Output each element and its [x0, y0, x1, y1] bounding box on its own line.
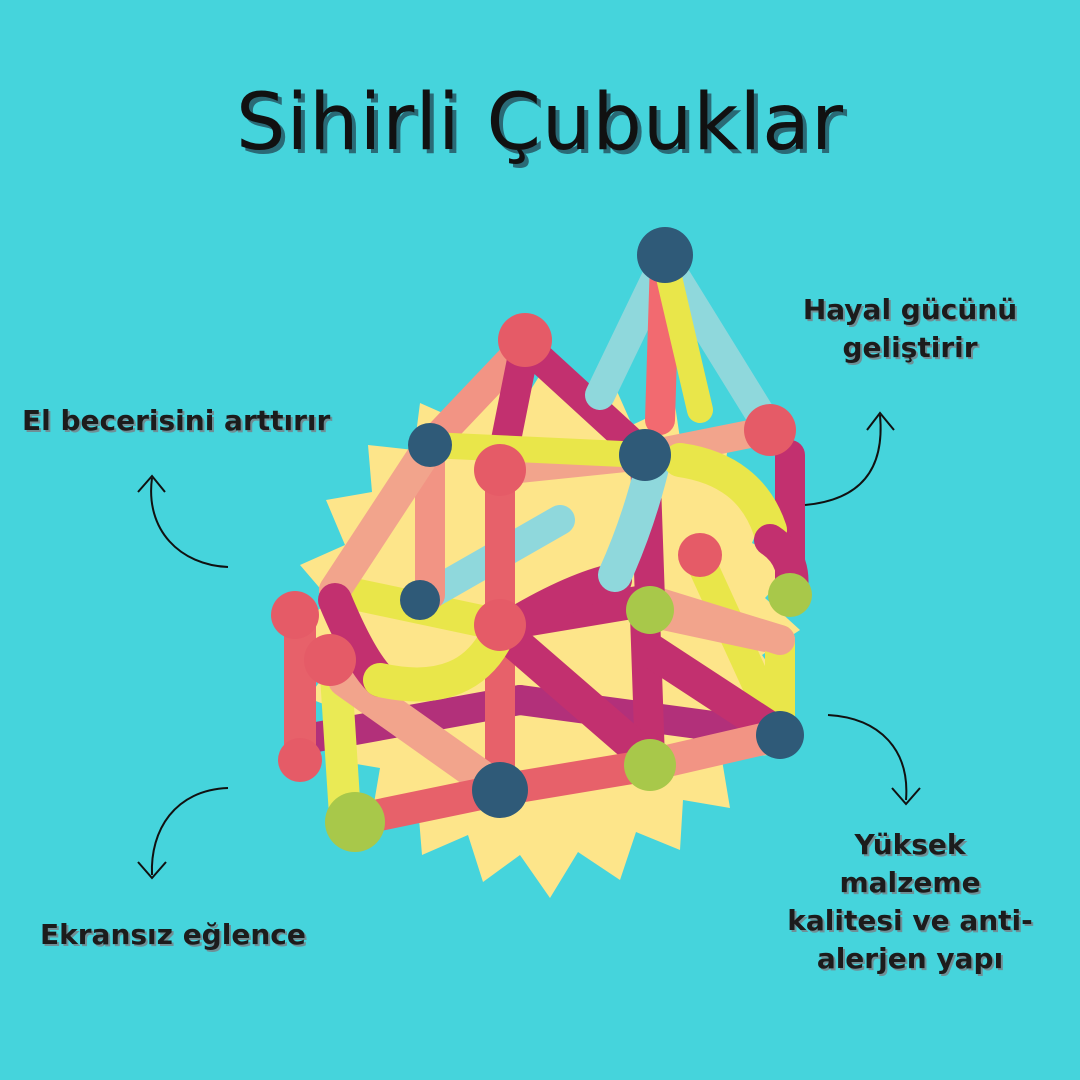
feature-imagination-line-1: Hayal gücünü	[802, 293, 1018, 326]
feature-imagination-line-2: geliştirir	[842, 331, 978, 364]
feature-dexterity: El becerisini arttırır	[22, 402, 330, 440]
feature-dexterity-text: El becerisini arttırır	[22, 404, 331, 437]
feature-quality-line-3: kalitesi ve anti-	[787, 904, 1033, 937]
feature-imagination: Hayal gücünü geliştirir	[760, 291, 1060, 367]
feature-quality: Yüksek malzeme kalitesi ve anti- alerjen…	[760, 826, 1060, 978]
curved-arrow-icon	[137, 474, 229, 568]
feature-quality-line-1: Yüksek	[854, 828, 966, 861]
page-title: Sihirli Çubuklar	[235, 78, 845, 168]
curved-arrow-icon	[137, 787, 229, 880]
feature-screen-free-text: Ekransız eğlence	[40, 918, 306, 951]
feature-screen-free: Ekransız eğlence	[40, 916, 306, 954]
curved-arrow-icon	[804, 411, 895, 506]
feature-quality-line-4: alerjen yapı	[816, 942, 1004, 975]
toy-balls	[271, 227, 812, 852]
curved-arrow-icon	[827, 714, 921, 806]
feature-quality-line-2: malzeme	[839, 866, 981, 899]
